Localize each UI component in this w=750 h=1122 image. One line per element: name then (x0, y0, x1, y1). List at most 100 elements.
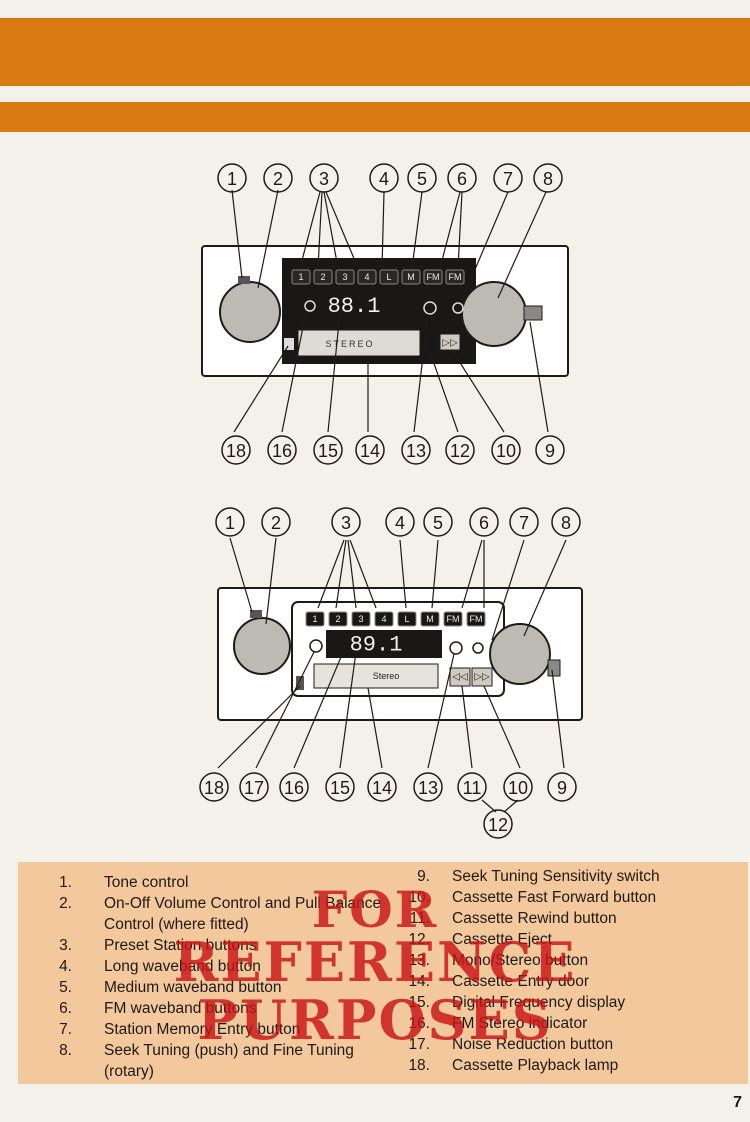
svg-text:1: 1 (298, 272, 303, 282)
legend-item-text: Cassette Entry door (452, 973, 589, 990)
legend-item-9: 9. Seek Tuning Sensitivity switch (410, 866, 740, 887)
legend-item-number: 16. (408, 1015, 430, 1032)
svg-text:8: 8 (543, 169, 553, 189)
rewind-button (449, 667, 471, 687)
callout-4: 4 (369, 163, 399, 193)
legend-item-text: Cassette Fast Forward button (452, 889, 657, 906)
legend-item-4: 4.Long waveband button (59, 956, 408, 977)
svg-text:13: 13 (418, 778, 438, 798)
svg-text:10: 10 (508, 778, 528, 798)
callout-16: 16 (267, 435, 297, 465)
legend-item-number: 1. (59, 874, 72, 891)
svg-text:L: L (404, 614, 409, 624)
legend-item-6: 6. FM waveband buttons (59, 998, 408, 1019)
svg-text:FM: FM (449, 272, 462, 282)
tone-lever (250, 610, 262, 618)
mono-stereo-button (423, 301, 437, 315)
callout-18: 18 (221, 435, 251, 465)
legend-item-13: 13.Mono/Stereo button (408, 950, 740, 971)
svg-text:5: 5 (433, 513, 443, 533)
callout-18: 18 (199, 772, 229, 802)
preset-key-5: L (397, 611, 417, 627)
svg-text:FM: FM (470, 614, 483, 624)
legend-item-text: Station Memory Entry button (104, 1021, 301, 1038)
legend-item-text: Medium waveband button (104, 979, 282, 996)
playback-lamp (284, 338, 294, 350)
preset-key-2: 2 (328, 611, 348, 627)
fast-forward-icon: ▷▷ (474, 672, 490, 683)
svg-text:4: 4 (381, 614, 386, 624)
legend-item-number: 7. (59, 1021, 72, 1038)
callout-11: 11 (457, 772, 487, 802)
svg-text:M: M (426, 614, 434, 624)
callout-9: 9 (535, 435, 565, 465)
svg-text:1: 1 (225, 513, 235, 533)
callout-3: 3 (331, 507, 361, 537)
legend-item-number: 4. (59, 958, 72, 975)
preset-key-4: 4 (374, 611, 394, 627)
preset-key-4: 4 (357, 269, 377, 285)
tone-lever (238, 276, 250, 284)
volume-knob (219, 281, 281, 343)
legend-item-number: 9. (417, 868, 430, 885)
svg-text:6: 6 (479, 513, 489, 533)
callout-17: 17 (239, 772, 269, 802)
preset-key-6: M (401, 269, 421, 285)
callout-6: 6 (469, 507, 499, 537)
legend-item-7: 7. Station Memory Entry button (59, 1019, 408, 1040)
legend-item-10: 10. Cassette Fast Forward button (408, 887, 740, 908)
svg-text:3: 3 (341, 513, 351, 533)
fast-forward-icon: ▷▷ (442, 338, 458, 349)
svg-text:2: 2 (273, 169, 283, 189)
callout-2: 2 (263, 163, 293, 193)
legend-item-text: Noise Reduction button (452, 1036, 614, 1053)
svg-text:17: 17 (244, 778, 264, 798)
preset-key-5: L (379, 269, 399, 285)
legend-item-number: 15. (408, 994, 430, 1011)
legend-item-number: 14. (408, 973, 430, 990)
legend-item-16: 16.FM Stereo indicator (408, 1013, 740, 1034)
preset-key-3: 3 (335, 269, 355, 285)
svg-text:4: 4 (395, 513, 405, 533)
page-number: 7 (733, 1094, 742, 1111)
svg-text:5: 5 (417, 169, 427, 189)
legend-item-18: 18.Cassette Playback lamp (408, 1055, 740, 1076)
svg-text:3: 3 (358, 614, 363, 624)
svg-text:L: L (386, 272, 391, 282)
callout-14: 14 (355, 435, 385, 465)
svg-text:14: 14 (360, 441, 380, 461)
reference-stamp-line1: FOR (311, 880, 439, 939)
svg-text:12: 12 (450, 441, 470, 461)
callout-4: 4 (385, 507, 415, 537)
legend-item-text: Digital Frequency display (452, 994, 626, 1011)
legend-item-text: FM waveband buttons (104, 1000, 257, 1017)
svg-text:4: 4 (379, 169, 389, 189)
preset-key-1: 1 (305, 611, 325, 627)
header-band-bottom (0, 102, 750, 132)
svg-text:2: 2 (271, 513, 281, 533)
callout-14: 14 (367, 772, 397, 802)
cassette-door (313, 663, 439, 689)
preset-key-8: FM (445, 269, 465, 285)
svg-text:1: 1 (227, 169, 237, 189)
legend-item-text: Cassette Eject (452, 931, 552, 948)
callout-13: 13 (413, 772, 443, 802)
legend-item-text: Seek Tuning Sensitivity switch (452, 868, 660, 885)
header-band-top (0, 18, 750, 86)
legend-item-1: 1.Tone control (59, 872, 408, 893)
callout-13: 13 (401, 435, 431, 465)
svg-text:16: 16 (284, 778, 304, 798)
callout-10: 10 (491, 435, 521, 465)
callout-9: 9 (547, 772, 577, 802)
legend-item-3: 3.Preset Station buttons (59, 935, 408, 956)
frequency-display: 88.1 (328, 294, 381, 319)
legend-item-number: 6. (59, 1000, 72, 1017)
svg-text:18: 18 (204, 778, 224, 798)
legend-item-number: 10. (408, 889, 430, 906)
legend-item-14: 14. Cassette Entry door (408, 971, 740, 992)
tuning-knob (461, 281, 527, 347)
